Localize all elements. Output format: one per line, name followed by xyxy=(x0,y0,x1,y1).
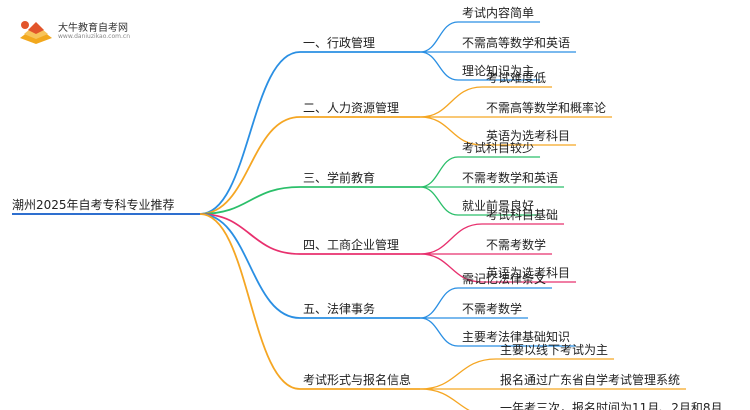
leaf-label: 考试科目基础 xyxy=(486,207,558,222)
leaf-label: 主要以线下考试为主 xyxy=(500,342,608,357)
site-logo: 大牛教育自考网 www.daniuzikao.com.cn xyxy=(16,14,136,48)
branch-edge xyxy=(199,116,301,215)
leaf-label: 考试科目较少 xyxy=(462,140,534,155)
leaf-label: 不需高等数学和概率论 xyxy=(486,100,606,115)
leaf-edge xyxy=(419,388,470,410)
book-logo-icon xyxy=(20,21,52,44)
leaf-edge xyxy=(419,317,459,347)
leaf-edge xyxy=(419,358,497,390)
branch-edge xyxy=(199,213,301,319)
logo-url: www.daniuzikao.com.cn xyxy=(58,33,130,40)
root-topic: 潮州2025年自考专科专业推荐 xyxy=(12,197,175,212)
leaf-label: 需记忆法律条文 xyxy=(462,271,546,286)
logo-title: 大牛教育自考网 xyxy=(58,23,128,34)
leaf-label: 不需考数学和英语 xyxy=(462,170,558,185)
branch-label: 四、工商企业管理 xyxy=(303,237,399,252)
leaf-edge xyxy=(419,223,483,255)
leaf-edge xyxy=(419,253,483,283)
leaf-edge xyxy=(419,156,459,188)
mind-map-nodes: 潮州2025年自考专科专业推荐 一、行政管理 考试内容简单不需高等数学和英语理论知识… xyxy=(12,5,723,410)
leaf-label: 主要考法律基础知识 xyxy=(462,330,570,344)
leaf-label: 英语为选考科目 xyxy=(486,129,570,143)
branch-edge xyxy=(199,51,301,215)
leaf-label: 一年考三次，报名时间为11月、2月和8月 xyxy=(500,400,723,410)
branch-label: 五、法律事务 xyxy=(303,301,375,316)
leaf-edge xyxy=(419,51,459,81)
branch-label: 考试形式与报名信息 xyxy=(303,372,411,387)
leaf-edge xyxy=(419,287,459,319)
leaf-edge xyxy=(419,116,483,146)
branch-edge xyxy=(199,213,301,390)
leaf-label: 就业前景良好 xyxy=(462,198,534,213)
leaf-edge xyxy=(419,86,483,118)
branch-edge xyxy=(199,186,301,215)
branch-label: 三、学前教育 xyxy=(303,170,375,185)
leaf-label: 不需考数学 xyxy=(486,237,546,252)
branch-label: 二、人力资源管理 xyxy=(303,100,399,115)
leaf-label: 考试难度低 xyxy=(486,70,546,85)
leaf-label: 不需高等数学和英语 xyxy=(462,35,570,50)
leaf-label: 考试内容简单 xyxy=(462,5,534,20)
leaf-label: 理论知识为主 xyxy=(462,64,534,78)
leaf-label: 不需考数学 xyxy=(462,301,522,316)
leaf-edge xyxy=(419,21,459,53)
branch-edge xyxy=(199,213,301,255)
leaf-edge xyxy=(419,186,459,216)
branch-label: 一、行政管理 xyxy=(303,35,375,50)
mind-map-edges xyxy=(12,21,687,410)
leaf-label: 报名通过广东省自学考试管理系统 xyxy=(500,372,680,387)
leaf-label: 英语为选考科目 xyxy=(486,266,570,280)
